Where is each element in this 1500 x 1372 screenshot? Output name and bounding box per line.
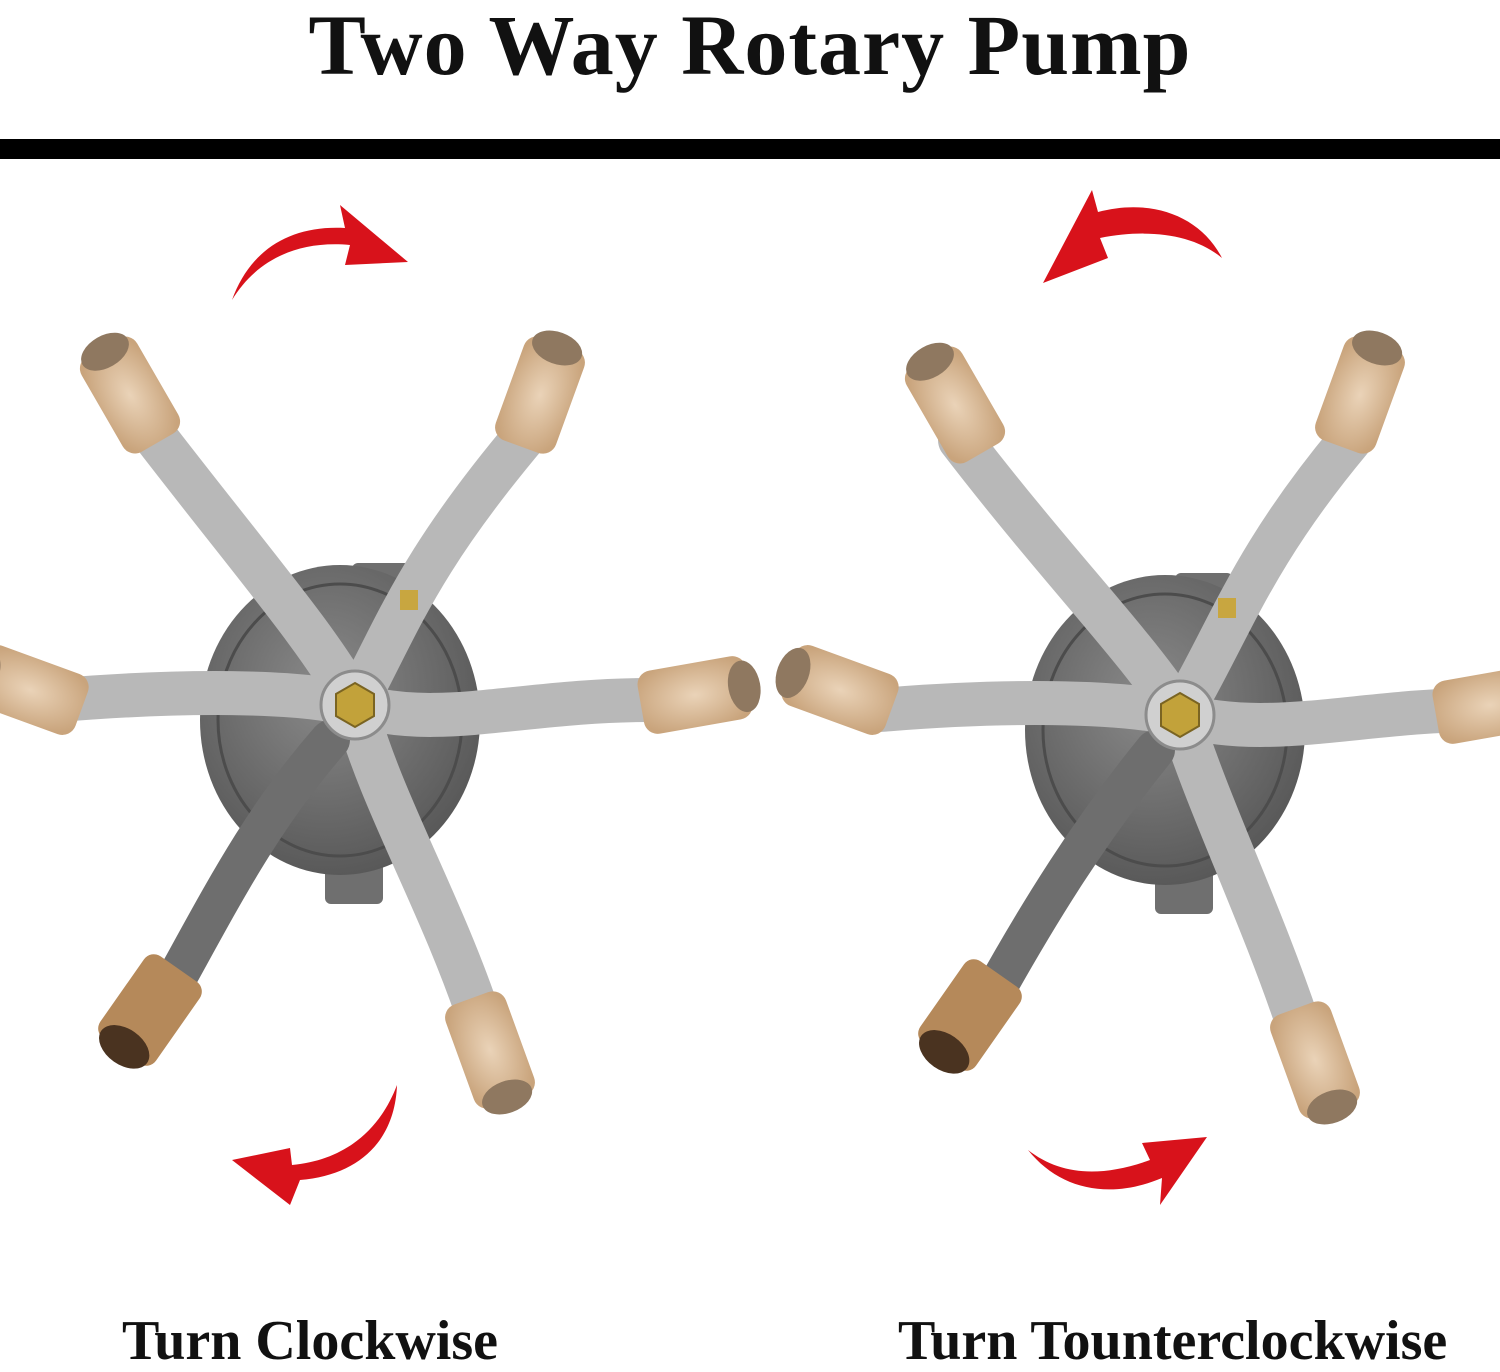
rotation-arrows [232, 190, 1222, 1205]
arrow-clockwise-top-icon [232, 205, 408, 300]
arrow-clockwise-bottom-icon [232, 1085, 397, 1205]
pump-left [0, 330, 761, 1115]
pump-illustration [0, 190, 1500, 1205]
pump-right [775, 330, 1500, 1125]
hub-left [319, 590, 418, 741]
caption-counterclockwise: Turn Tounterclockwise [898, 1310, 1448, 1372]
arrow-counterclockwise-bottom-icon [1028, 1137, 1207, 1205]
hub-right [1144, 598, 1236, 751]
arrow-counterclockwise-top-icon [1043, 190, 1222, 283]
title-divider [0, 139, 1500, 159]
page-title: Two Way Rotary Pump [308, 0, 1192, 93]
caption-clockwise: Turn Clockwise [122, 1310, 499, 1372]
nozzles-right [775, 330, 1500, 1125]
nozzles-left [0, 330, 761, 1115]
